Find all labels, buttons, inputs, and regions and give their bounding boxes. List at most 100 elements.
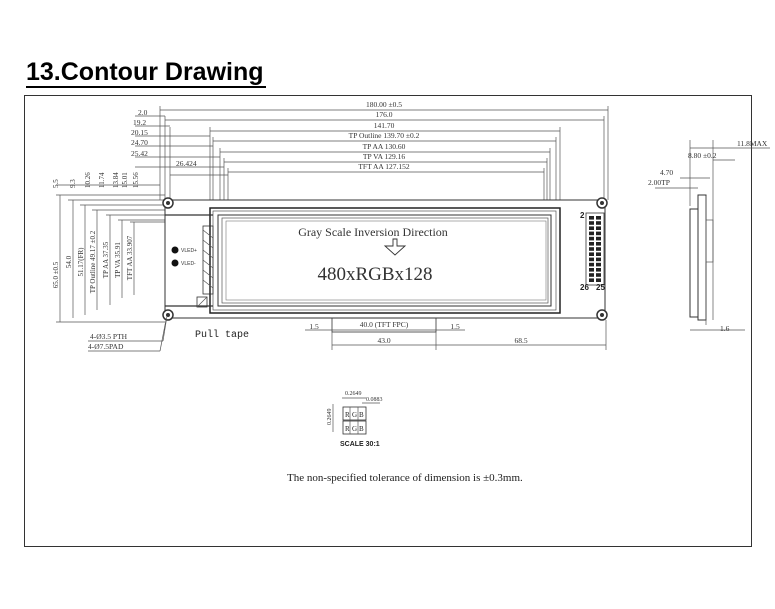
connector-pin <box>596 257 601 262</box>
dim-side-1-6: 1.6 <box>720 324 730 333</box>
dim-top-5-5: 5.5 <box>52 179 60 188</box>
hole-note-pth: 4-Ø3.5 PTH <box>90 332 128 341</box>
subpixel-g: G <box>352 411 357 419</box>
connector-pin <box>589 273 594 277</box>
connector-pin <box>596 221 601 225</box>
pin-label-25: 25 <box>596 283 605 292</box>
connector-pin <box>596 247 601 251</box>
dim-side-2-00tp: 2.00TP <box>648 178 670 187</box>
dim-outline-141: 141.70 <box>374 121 395 130</box>
side-view <box>655 140 770 331</box>
fpc-tail <box>331 317 437 333</box>
scale-label: SCALE 30:1 <box>340 441 380 448</box>
drawing-frame <box>24 95 752 547</box>
dim-tp-aa: TP AA 130.60 <box>363 142 406 151</box>
dim-top-11-74: 11.74 <box>98 172 106 188</box>
connector-pin <box>589 226 594 230</box>
pin-label-2: 2 <box>580 211 585 220</box>
dim-left-24-70: 24.70 <box>131 138 148 147</box>
pixel-pitch-v: 0.2649 <box>327 409 333 426</box>
connector-pin <box>589 262 594 267</box>
vled-plus-dot <box>171 246 179 254</box>
connector-pin <box>589 252 594 256</box>
dim-side-8-80: 8.80 ±0.2 <box>688 151 717 160</box>
dim-left-25-42: 25.42 <box>131 149 148 158</box>
inversion-direction-label: Gray Scale Inversion Direction <box>298 225 448 239</box>
dim-height-51-17: 51.17(FR) <box>77 247 85 277</box>
dim-top-15-56: 15.56 <box>132 172 140 188</box>
connector-pin <box>596 236 601 241</box>
subpixel-r: R <box>345 411 350 419</box>
lcd-module: VLED+ VLED- Gray Scale Inversion Directi… <box>162 197 608 333</box>
bottom-dimensions: 1.5 40.0 (TFT FPC) 1.5 43.0 68.5 <box>305 320 607 350</box>
pixel-detail <box>332 397 380 435</box>
dim-tft-aa: TFT AA 127.152 <box>358 162 410 171</box>
dim-top-15-01: 15.01 <box>121 172 129 188</box>
connector-pin <box>596 231 601 236</box>
dim-left-20-15: 20.15 <box>131 128 148 137</box>
dim-overall-height: 65.0 ±0.5 <box>52 261 60 288</box>
dim-left-19-2: 19.2 <box>133 118 146 127</box>
dim-top-9-3: 9.3 <box>69 179 77 188</box>
connector-pin <box>589 221 594 225</box>
subpixel-pitch: 0.0883 <box>366 397 383 403</box>
dim-tft-aa-height: TFT AA 33.907 <box>126 235 134 280</box>
pin-label-26: 26 <box>580 283 589 292</box>
dim-top-13-84: 13.84 <box>112 172 120 188</box>
connector-pin <box>589 216 594 220</box>
connector-pin <box>596 242 601 246</box>
subpixel-g-2: G <box>352 425 357 433</box>
vled-plus-label: VLED+ <box>181 248 197 254</box>
dim-tp-aa-height: TP AA 37.35 <box>102 241 110 278</box>
dim-top-10-26: 10.26 <box>84 172 92 188</box>
dim-overall-width: 180.00 ±0.5 <box>366 100 402 109</box>
dim-left-26-424: 26.424 <box>176 159 197 168</box>
subpixel-b-2: B <box>359 425 364 433</box>
connector-pins <box>585 212 605 286</box>
connector-pin <box>589 268 594 272</box>
connector-pin <box>596 252 601 256</box>
dim-frame-width: 176.0 <box>376 110 393 119</box>
page-heading: 13.Contour Drawing <box>26 58 266 88</box>
connector-pin <box>589 257 594 262</box>
dim-tp-outline-height: TP Outline 49.17 ±0.2 <box>89 230 97 293</box>
subpixel-r-2: R <box>345 425 350 433</box>
dim-tp-va: TP VA 129.16 <box>363 152 405 161</box>
connector-pin <box>596 273 601 277</box>
dim-fpc-left-1-5: 1.5 <box>309 322 319 331</box>
resolution-label: 480xRGBx128 <box>317 264 432 285</box>
subpixel-b: B <box>359 411 364 419</box>
left-dimension-values: 5.5 9.3 10.26 11.74 13.84 15.01 15.56 65… <box>52 172 140 294</box>
dim-side-max: 11.8MAX <box>737 139 768 148</box>
dim-left-2-0: 2.0 <box>138 108 148 117</box>
dim-height-54: 54.0 <box>65 255 73 268</box>
hole-note-pad: 4-Ø7.5PAD <box>88 342 124 351</box>
tp-outline-rect <box>209 207 561 314</box>
dim-fpc-width: 40.0 (TFT FPC) <box>360 320 409 329</box>
dim-43-0: 43.0 <box>377 336 390 345</box>
connector-pin <box>596 278 601 282</box>
tolerance-note: The non-specified tolerance of dimension… <box>287 472 523 484</box>
connector-pin <box>589 231 594 236</box>
down-arrow-icon <box>383 238 407 256</box>
pixel-pitch-h: 0.2649 <box>345 391 362 397</box>
dim-tp-outline: TP Outline 139.70 ±0.2 <box>349 131 420 140</box>
connector-pin <box>596 262 601 267</box>
connector-pin <box>596 226 601 230</box>
connector-pin <box>589 236 594 241</box>
dim-fpc-right-1-5: 1.5 <box>450 322 460 331</box>
vled-minus-dot <box>171 259 179 267</box>
connector-pin <box>589 278 594 282</box>
mounting-holes <box>162 197 608 321</box>
active-area-rect <box>217 214 552 307</box>
connector-pin <box>589 247 594 251</box>
pull-tape-label: Pull tape <box>195 329 249 341</box>
connector-pin <box>589 242 594 246</box>
connector-pin <box>596 268 601 272</box>
dim-tp-va-height: TP VA 35.91 <box>114 242 122 278</box>
vled-minus-label: VLED- <box>181 261 196 267</box>
pull-tape-tab <box>196 296 208 308</box>
connector-pin <box>596 216 601 220</box>
top-dimension-values: 180.00 ±0.5 176.0 141.70 TP Outline 139.… <box>131 100 420 171</box>
